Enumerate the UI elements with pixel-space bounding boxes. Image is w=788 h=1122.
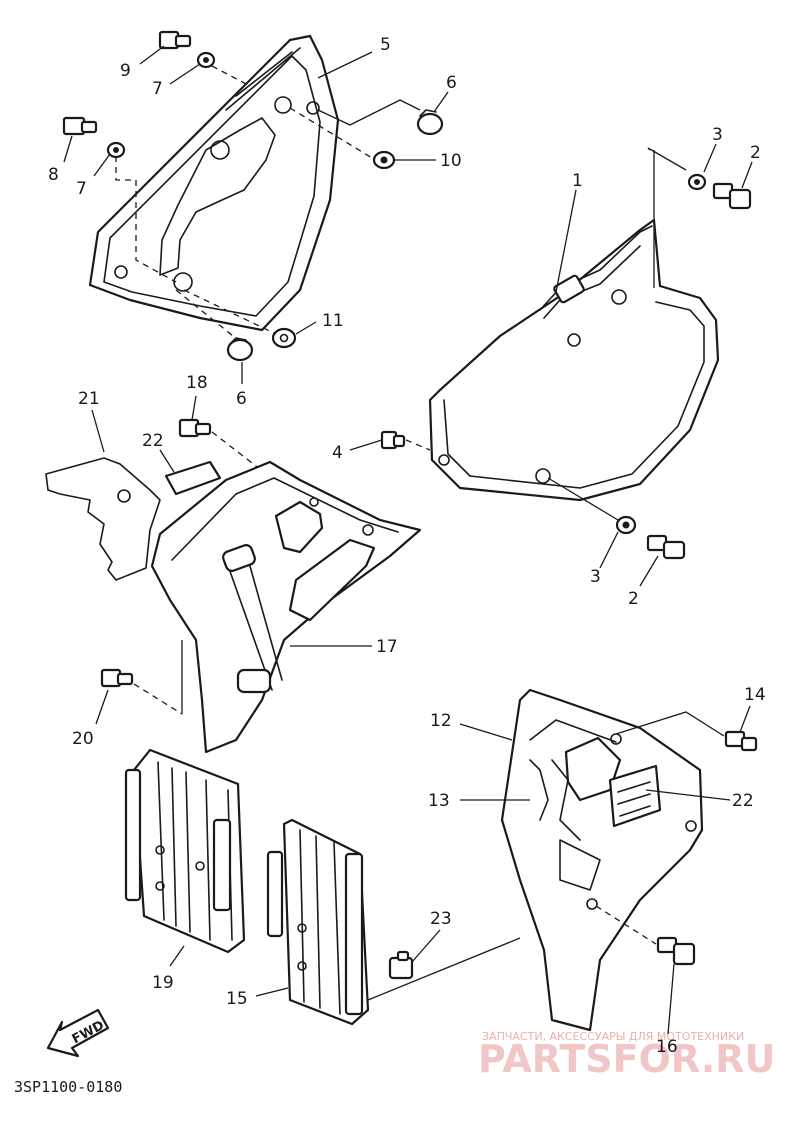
leader-line xyxy=(367,937,521,1001)
grommet-6-top xyxy=(416,109,444,136)
washer-3-top xyxy=(687,173,707,191)
callout-5: 5 xyxy=(380,35,391,55)
side-cover-right xyxy=(428,218,720,502)
collar-4 xyxy=(380,430,406,450)
pad-22 xyxy=(164,460,222,496)
assembly-line xyxy=(115,156,177,283)
assembly-line xyxy=(405,439,431,451)
forward-arrow-icon: FWD xyxy=(46,1008,110,1058)
callout-16: 16 xyxy=(656,1037,678,1057)
bolt-8 xyxy=(62,116,98,136)
callout-7: 7 xyxy=(76,179,87,199)
callout-11: 11 xyxy=(322,311,344,331)
watermark-tagline: ЗАПЧАСТИ, АКСЕССУАРЫ ДЛЯ МОТОТЕХНИКИ xyxy=(482,1030,744,1043)
watermark-brand: PARTSFOR.RU xyxy=(478,1037,775,1081)
callout-13: 13 xyxy=(428,791,450,811)
callout-6: 6 xyxy=(446,73,457,93)
callout-8: 8 xyxy=(48,165,59,185)
callout-14: 14 xyxy=(744,685,766,705)
callout-4: 4 xyxy=(332,443,343,463)
collar-11 xyxy=(271,327,297,349)
callout-10: 10 xyxy=(440,151,462,171)
diagram-code: 3SP1100-0180 xyxy=(14,1078,122,1096)
callout-22: 22 xyxy=(142,431,164,451)
callout-20: 20 xyxy=(72,729,94,749)
callout-1: 1 xyxy=(572,171,583,191)
washer-7-top xyxy=(196,51,216,69)
grommet-6-bottom xyxy=(226,337,254,362)
louver-15 xyxy=(266,818,370,1026)
bolt-20 xyxy=(100,668,134,688)
callout-12: 12 xyxy=(430,711,452,731)
assembly-line xyxy=(175,289,239,341)
bolt-14 xyxy=(724,730,758,752)
callout-2: 2 xyxy=(628,589,639,609)
callout-3: 3 xyxy=(712,125,723,145)
assembly-line xyxy=(183,289,277,335)
callout-3: 3 xyxy=(590,567,601,587)
number-plate-12 xyxy=(500,688,704,1032)
leader-line xyxy=(647,147,687,171)
callout-23: 23 xyxy=(430,909,452,929)
bolt-18 xyxy=(178,418,212,438)
collar-10 xyxy=(372,150,396,170)
callout-21: 21 xyxy=(78,389,100,409)
leader-line xyxy=(547,477,619,521)
bolt-16 xyxy=(656,936,696,966)
clip-23 xyxy=(388,950,414,980)
bolt-9 xyxy=(158,30,192,50)
leader-line xyxy=(317,99,421,126)
callout-9: 9 xyxy=(120,61,131,81)
washer-7-left xyxy=(106,141,126,159)
callout-7: 7 xyxy=(152,79,163,99)
assembly-line xyxy=(211,65,251,87)
bolt-2-top xyxy=(712,182,752,210)
callout-18: 18 xyxy=(186,373,208,393)
callout-15: 15 xyxy=(226,989,248,1009)
louver-19 xyxy=(124,748,246,954)
callout-6: 6 xyxy=(236,389,247,409)
assembly-line xyxy=(133,683,183,715)
callout-19: 19 xyxy=(152,973,174,993)
bolt-2-bottom xyxy=(646,534,686,560)
callout-22: 22 xyxy=(732,791,754,811)
washer-3-bottom xyxy=(615,515,637,535)
leader-line xyxy=(615,711,725,737)
callout-leaders xyxy=(63,45,753,1035)
air-scoop-17 xyxy=(150,460,422,754)
callouts: 9 7 5 6 8 7 10 3 2 1 11 6 18 21 22 4 3 2… xyxy=(48,35,766,1057)
callout-17: 17 xyxy=(376,637,398,657)
seal-21 xyxy=(45,457,161,581)
callout-2: 2 xyxy=(750,143,761,163)
assembly-line xyxy=(289,107,373,159)
side-cover-left xyxy=(88,34,340,332)
watermark: ЗАПЧАСТИ, АКСЕССУАРЫ ДЛЯ МОТОТЕХНИКИ PAR… xyxy=(478,1030,775,1081)
assembly-line xyxy=(595,905,657,945)
